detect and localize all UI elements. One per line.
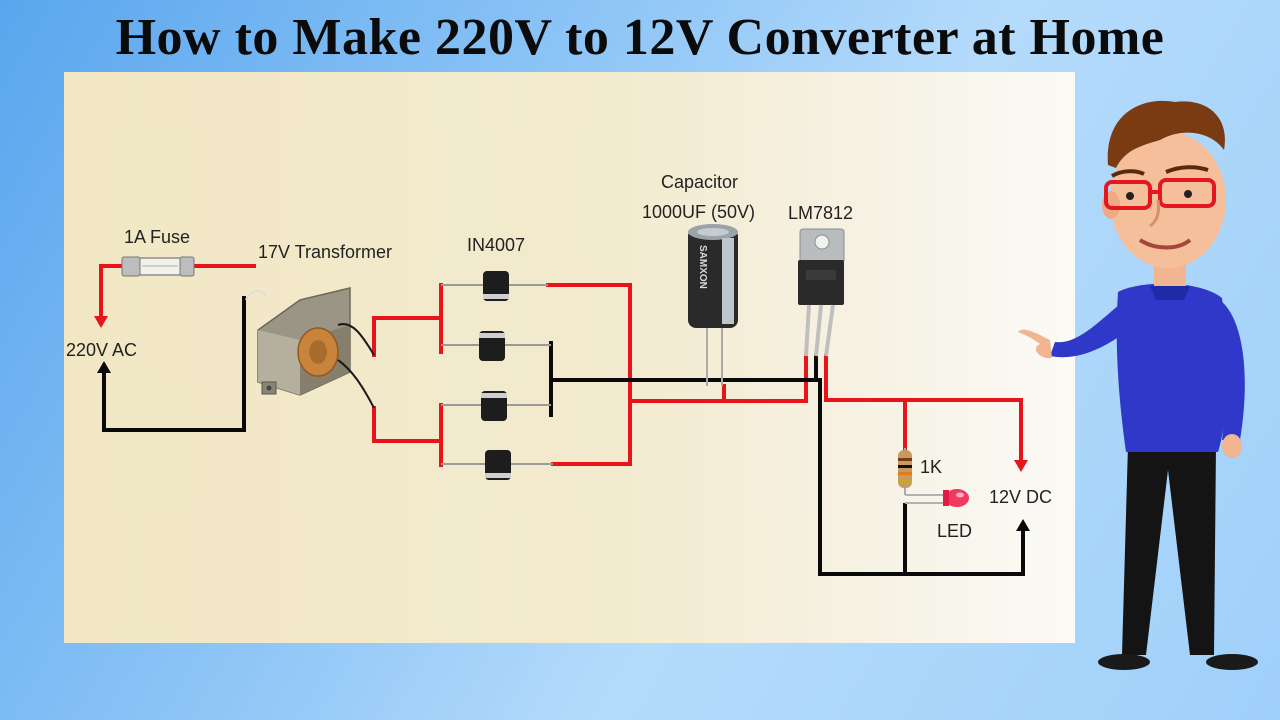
diode-icon bbox=[441, 450, 553, 480]
red-wires bbox=[99, 264, 1023, 467]
led-icon bbox=[905, 489, 969, 507]
capacitor-label-line1: Capacitor bbox=[661, 172, 738, 192]
regulator-label: LM7812 bbox=[788, 203, 853, 223]
presenter-character bbox=[1018, 100, 1258, 670]
regulator-icon bbox=[798, 228, 845, 357]
wire-secondary-top bbox=[372, 316, 443, 357]
transformer-label: 17V Transformer bbox=[258, 242, 392, 262]
arrow-dc-up bbox=[1016, 519, 1030, 531]
capacitor-marking: SAMXON bbox=[697, 245, 708, 289]
wire-regulator-output bbox=[824, 354, 1023, 464]
fuse-icon bbox=[121, 256, 195, 277]
arrow-ac-up bbox=[97, 361, 111, 373]
black-wires bbox=[102, 296, 1025, 576]
page-title: How to Make 220V to 12V Converter at Hom… bbox=[115, 9, 1165, 66]
wire-ground-return bbox=[814, 354, 1025, 576]
diode-bridge bbox=[441, 271, 553, 480]
transformer-icon bbox=[245, 287, 375, 409]
dc-output-label: 12V DC bbox=[989, 487, 1052, 507]
diode-icon bbox=[441, 391, 551, 421]
capacitor-icon: SAMXON bbox=[688, 224, 738, 386]
fuse-label: 1A Fuse bbox=[124, 227, 190, 247]
arrow-dc-down bbox=[1014, 460, 1028, 472]
diode-icon bbox=[441, 271, 548, 301]
ac-input-label: 220V AC bbox=[66, 340, 137, 360]
arrow-ac-down bbox=[94, 316, 108, 328]
led-label: LED bbox=[937, 521, 972, 541]
resistor-icon bbox=[898, 448, 912, 495]
diode-label: IN4007 bbox=[467, 235, 525, 255]
wire-positive-rail bbox=[628, 354, 808, 403]
capacitor-label-line2: 1000UF (50V) bbox=[642, 202, 755, 222]
wire-secondary-bottom bbox=[372, 406, 443, 443]
wire-ac-neutral bbox=[102, 296, 246, 432]
wire-bridge-positive bbox=[546, 283, 632, 466]
diode-icon bbox=[441, 331, 551, 361]
resistor-label: 1K bbox=[920, 457, 942, 477]
wire-ac-live bbox=[99, 264, 124, 320]
